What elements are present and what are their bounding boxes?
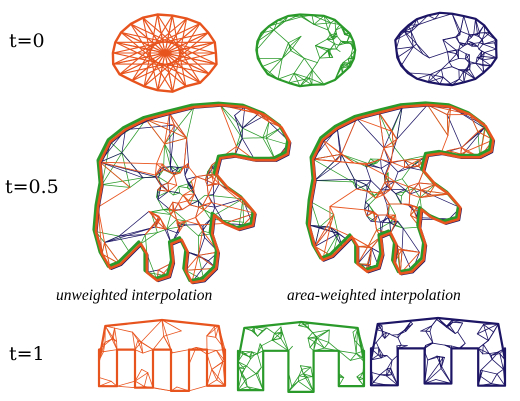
t0-orange-mesh (113, 15, 217, 92)
caption-area-weighted: area-weighted interpolation (287, 287, 461, 305)
row-label-t05: t=0.5 (5, 176, 59, 198)
t1-orange-mesh (99, 320, 225, 391)
t05-unweighted-mesh (94, 103, 291, 284)
row-label-t0: t=0 (9, 30, 45, 52)
t0-green-mesh (256, 15, 355, 87)
t0-navy-mesh (395, 13, 496, 85)
t1-green-mesh (238, 322, 364, 392)
caption-unweighted: unweighted interpolation (56, 287, 212, 305)
row-label-t1: t=1 (9, 343, 45, 365)
t05-area-weighted-mesh (307, 103, 494, 275)
t1-navy-mesh (371, 318, 505, 386)
